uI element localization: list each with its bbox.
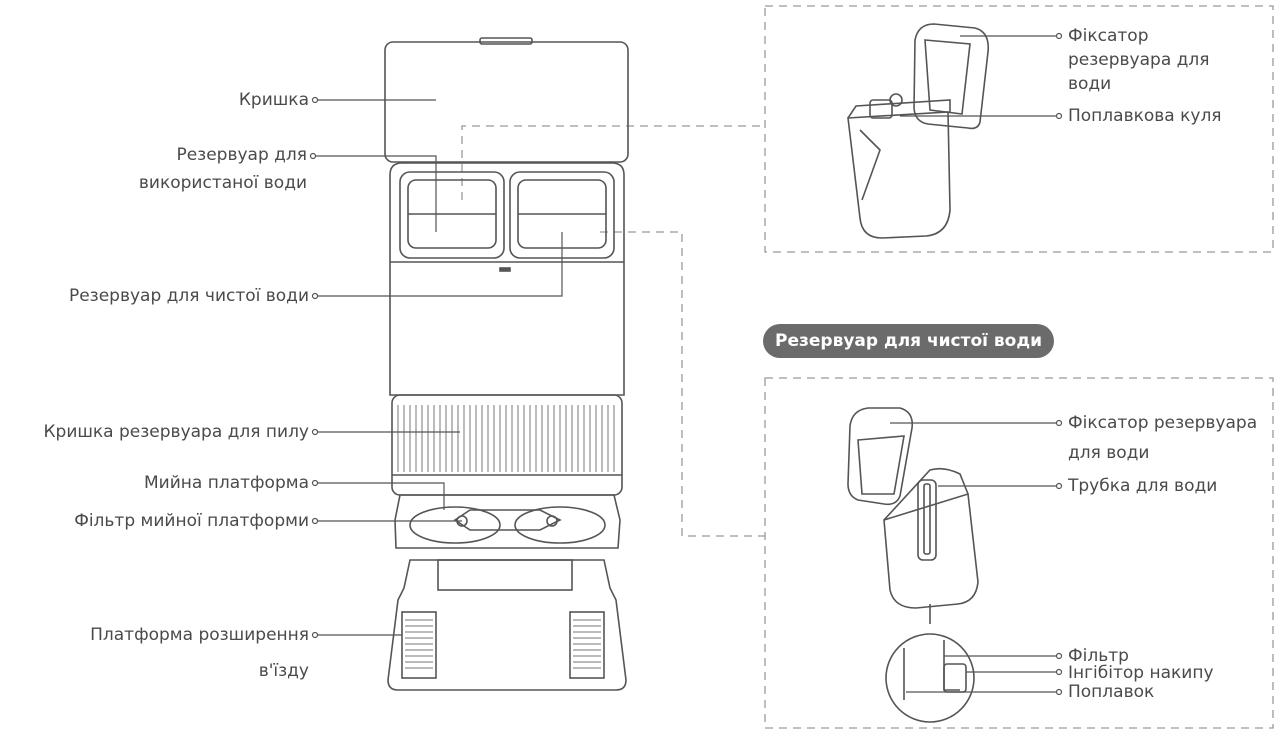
- label-water-tube: Трубка для води: [1068, 476, 1218, 496]
- dirty-tank-shape: [399, 171, 505, 259]
- dirty-tank-panel-frame: [764, 5, 1274, 253]
- label-float-ball: Поплавкова куля: [1068, 106, 1222, 126]
- dirty-tank-leaders: [900, 35, 1056, 117]
- label-dirty-tank-line1: Резервуар для: [176, 145, 307, 165]
- label-float: Поплавок: [1068, 682, 1155, 702]
- wash-tray-shape: [394, 494, 621, 549]
- label-lid: Кришка: [238, 90, 309, 110]
- dust-cover-ribs: [397, 405, 615, 472]
- dirty-tank-illustration: [847, 23, 990, 239]
- label-dirty-latch-line3: води: [1068, 74, 1112, 94]
- ramp-shape: [387, 559, 627, 691]
- label-filter: Фільтр: [1068, 646, 1129, 666]
- label-dirty-tank-line2: використаної води: [138, 173, 307, 193]
- label-ramp-line2: в'їзду: [258, 661, 309, 681]
- label-ramp-line1: Платформа розширення: [90, 625, 309, 645]
- clean-tank-illustration: [847, 407, 979, 723]
- label-dirty-latch-line2: резервуара для: [1068, 50, 1210, 70]
- ramp-grip-lines: [405, 619, 601, 669]
- clean-tank-panel-frame: [764, 377, 1274, 729]
- dust-cover-shape: [391, 394, 623, 496]
- clean-tank-leaders: [890, 422, 1056, 693]
- label-clean-tank: Резервуар для чистої води: [68, 286, 309, 306]
- label-scale-inhibitor: Інгібітор накипу: [1068, 663, 1214, 683]
- label-clean-latch-line1: Фіксатор резервуара: [1068, 413, 1258, 433]
- station-leader-dots: [309, 96, 319, 639]
- label-dust-cover: Кришка резервуара для пилу: [43, 422, 309, 442]
- label-wash-board: Мийна платформа: [144, 473, 309, 493]
- label-clean-latch-line2: для води: [1068, 443, 1150, 463]
- label-dirty-latch-line1: Фіксатор: [1068, 26, 1149, 46]
- base-station: [384, 37, 629, 691]
- station-body: [389, 162, 625, 396]
- station-lid: [384, 41, 629, 163]
- dirty-tank-connector: [461, 125, 765, 200]
- clean-tank-connector: [600, 231, 765, 537]
- clean-tank-panel-title: Резервуар для чистої води: [763, 324, 1054, 358]
- label-wash-filter: Фільтр мийної платформи: [74, 511, 309, 531]
- station-leaders: [316, 99, 563, 636]
